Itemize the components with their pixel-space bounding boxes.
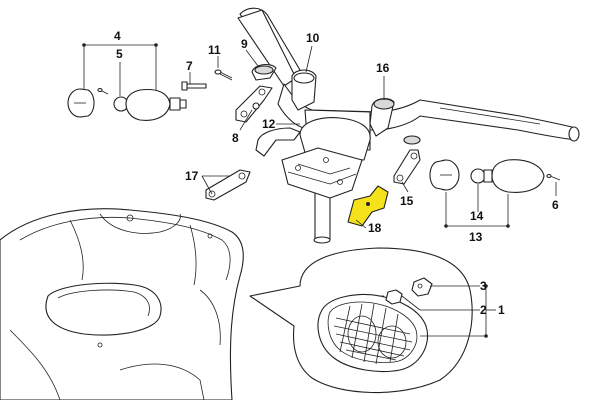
callout-11: 11 bbox=[208, 43, 221, 57]
callout-16: 16 bbox=[376, 61, 390, 75]
clamp-bracket-right bbox=[369, 97, 395, 137]
part-15-arm bbox=[393, 135, 421, 185]
callout-3: 3 bbox=[480, 279, 487, 293]
left-indicator-group bbox=[67, 87, 187, 121]
clamp-bracket-left bbox=[291, 69, 317, 111]
part-7-bolt bbox=[181, 81, 207, 91]
callout-17: 17 bbox=[185, 169, 199, 183]
callout-numbers: 4 5 7 11 9 10 16 8 12 17 15 18 6 14 13 3… bbox=[114, 29, 559, 317]
callout-7: 7 bbox=[186, 59, 193, 73]
part-12-bracket bbox=[255, 127, 301, 157]
callout-1: 1 bbox=[498, 303, 505, 317]
callout-15: 15 bbox=[400, 194, 414, 208]
part-17-arm bbox=[205, 169, 251, 201]
front-fairing bbox=[0, 208, 244, 400]
right-indicator-group bbox=[429, 159, 561, 193]
callout-12: 12 bbox=[262, 117, 276, 131]
callout-13: 13 bbox=[469, 230, 483, 244]
callout-10: 10 bbox=[306, 31, 320, 45]
part-18-bracket-highlighted bbox=[347, 185, 389, 227]
reflector-grid bbox=[333, 303, 413, 365]
callout-18: 18 bbox=[368, 221, 382, 235]
part-9-bracket bbox=[251, 63, 277, 81]
part-11-screw bbox=[214, 69, 233, 81]
callout-8: 8 bbox=[232, 131, 239, 145]
callout-6: 6 bbox=[552, 198, 559, 212]
callout-14: 14 bbox=[470, 209, 484, 223]
detail-bubble bbox=[249, 247, 473, 394]
part-8-arm bbox=[235, 85, 273, 123]
callout-5: 5 bbox=[116, 47, 123, 61]
callout-4: 4 bbox=[114, 29, 121, 43]
callout-2: 2 bbox=[480, 303, 487, 317]
leader-lines bbox=[82, 43, 557, 338]
callout-9: 9 bbox=[241, 37, 248, 51]
